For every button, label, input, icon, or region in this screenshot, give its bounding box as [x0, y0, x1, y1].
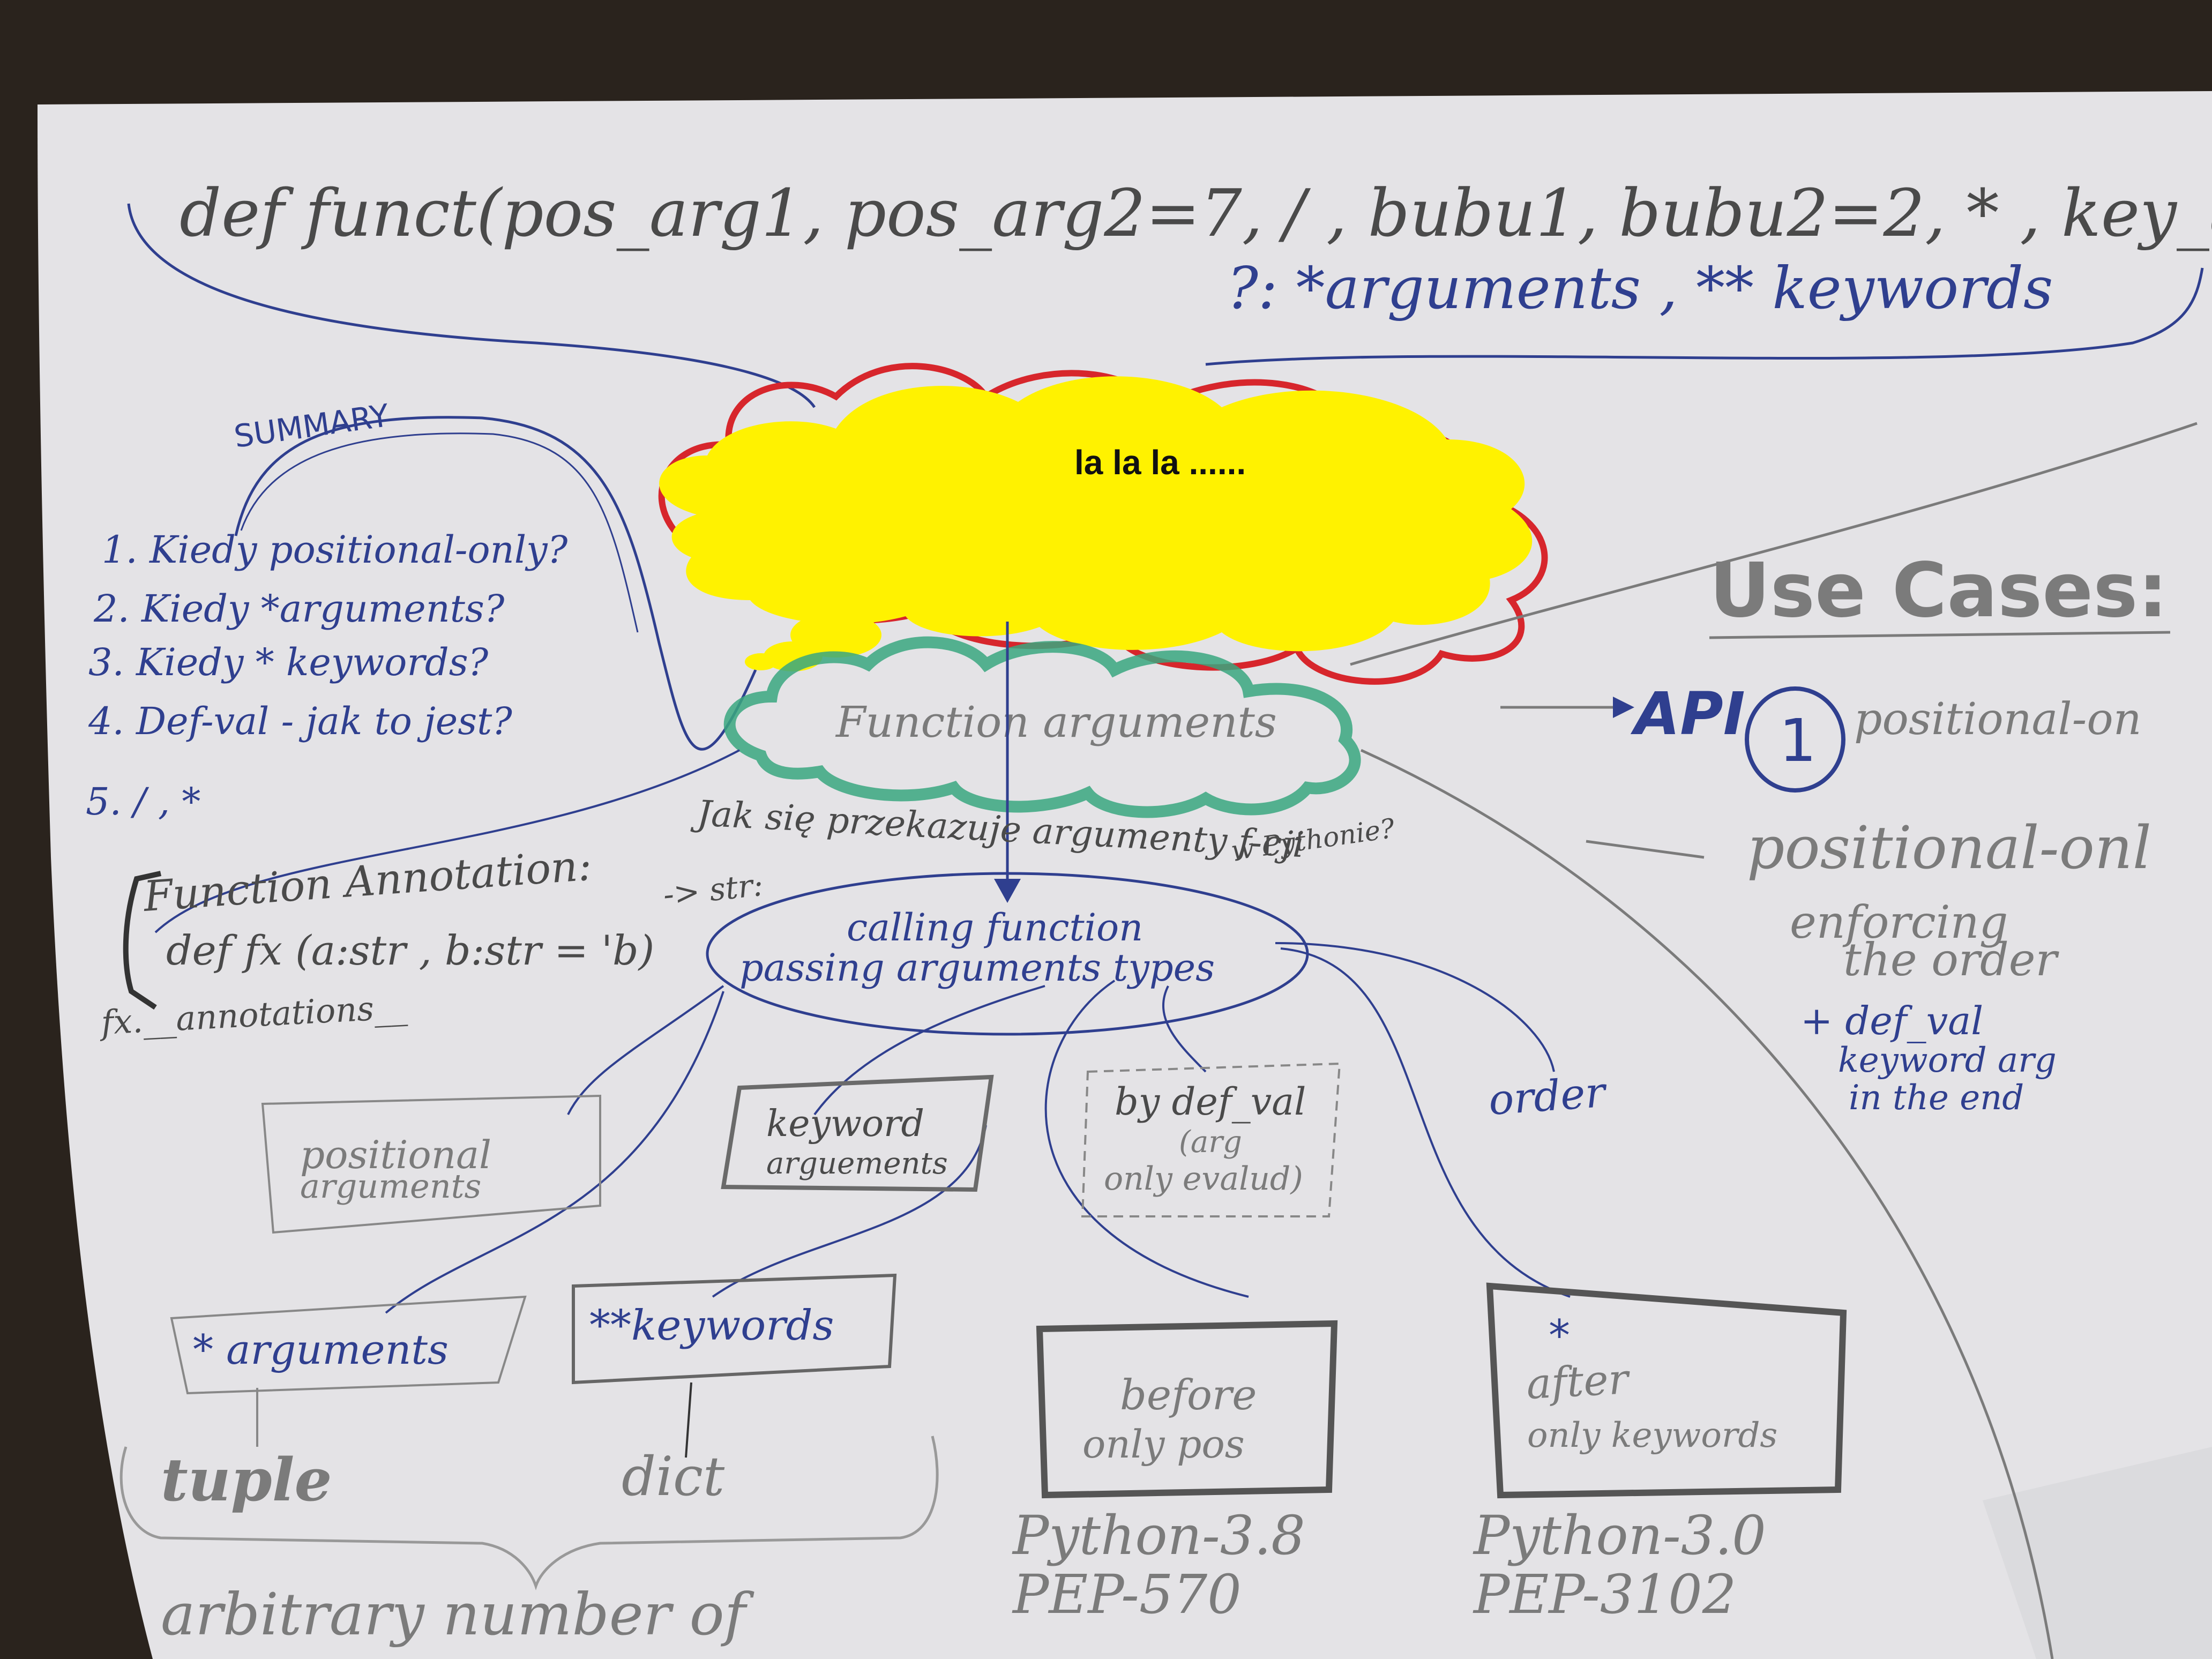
- box-keywords: [572, 1273, 897, 1385]
- summary-arc-2: [240, 432, 639, 633]
- before-line-1: before: [1120, 1371, 1257, 1419]
- box-before: [1036, 1320, 1338, 1499]
- annotation-bracket: [123, 871, 162, 1010]
- arguments-text: * arguments: [193, 1326, 449, 1373]
- summary-item-5: 5. / , *: [86, 780, 200, 824]
- function-signature: def funct(pos_arg1, pos_arg2=7, / , bubu…: [180, 175, 2212, 251]
- arrowhead-center: [994, 879, 1021, 903]
- thought-bubble: [659, 376, 1533, 652]
- py38-text: Python-3.8: [1012, 1504, 1305, 1567]
- usecase-defval-1: + def_val: [1800, 998, 1983, 1043]
- summary-arc: [234, 416, 757, 751]
- connector-bigcurve: [1360, 749, 2054, 1659]
- positional-line-1: positional: [300, 1132, 491, 1177]
- box-after: [1486, 1282, 1847, 1499]
- branch-positional: [567, 985, 724, 1115]
- before-line-2: only pos: [1082, 1422, 1245, 1467]
- connector-usecases: [1350, 422, 2198, 666]
- order-label: order: [1487, 1068, 1609, 1125]
- api-text: API: [1630, 679, 1745, 748]
- box-positional: [261, 1094, 601, 1234]
- defval-line-1: by def_val: [1115, 1080, 1306, 1124]
- usecase-enforce-2: the order: [1843, 933, 2059, 986]
- annotation-code: def fx (a:str , b:str = 'b): [166, 926, 654, 974]
- py30-text: Python-3.0: [1473, 1504, 1766, 1567]
- branch-keywords: [712, 1125, 987, 1298]
- paper-sheet: [38, 91, 2212, 1659]
- summary-item-1: 1. Kiedy positional-only?: [102, 528, 568, 572]
- after-line-2: only keywords: [1527, 1416, 1777, 1455]
- usecase-defval-3: in the end: [1849, 1078, 2024, 1118]
- api-circle-number: 1: [1779, 706, 1817, 775]
- pep3102-text: PEP-3102: [1473, 1563, 1736, 1626]
- tuple-text: tuple: [161, 1445, 332, 1514]
- arrowhead-api: [1613, 697, 1634, 718]
- center-title: Function arguments: [835, 697, 1277, 747]
- arrow-to-posonly: [1586, 840, 1705, 859]
- branch-keyword: [813, 985, 1045, 1116]
- bubble-text: la la la ......: [1074, 443, 1246, 482]
- paper-shadow: [1983, 1447, 2212, 1659]
- branch-before: [1044, 980, 1249, 1298]
- usecases-underline: [1709, 631, 2171, 639]
- positional-line-2: arguments: [300, 1167, 481, 1206]
- box-defval: [1081, 1062, 1341, 1217]
- arbitrary-text: arbitrary number of: [161, 1581, 754, 1648]
- summary-item-3: 3. Kiedy * keywords?: [88, 640, 489, 684]
- after-star: *: [1549, 1311, 1570, 1361]
- summary-item-2: 2. Kiedy *arguments?: [93, 587, 505, 631]
- curly-brace: [119, 1436, 939, 1590]
- branch-order: [1275, 942, 1555, 1072]
- defval-line-2: (arg: [1179, 1125, 1242, 1160]
- green-cloud: [723, 636, 1361, 818]
- pep570-text: PEP-570: [1012, 1563, 1242, 1626]
- summary-item-4: 4. Def-val - jak to jest?: [88, 699, 512, 743]
- calling-line-2: passing arguments types: [739, 946, 1215, 990]
- branch-after: [1280, 947, 1571, 1298]
- keyword-line-1: keyword: [766, 1103, 924, 1145]
- bubble-dot-3: [745, 653, 777, 670]
- keyword-line-2: arguements: [766, 1146, 948, 1181]
- box-keyword: [721, 1074, 994, 1192]
- usecase-posonly-2: positional-onl: [1747, 813, 2151, 882]
- keywords-text: **keywords: [589, 1302, 834, 1350]
- usecase-enforce-1: enforcing: [1790, 896, 2008, 948]
- dict-text: dict: [622, 1445, 725, 1508]
- summary-list: 1. Kiedy positional-only? 2. Kiedy *argu…: [86, 528, 568, 824]
- branch-defval: [1162, 985, 1207, 1073]
- calling-line-1: calling function: [847, 906, 1143, 950]
- usecase-defval-2: keyword arg: [1838, 1041, 2057, 1080]
- after-line-1: after: [1525, 1355, 1632, 1409]
- api-circle: [1745, 686, 1845, 793]
- header-underline: [127, 203, 2204, 408]
- usecases-title: Use Cases:: [1709, 547, 2168, 634]
- box-arguments: [170, 1295, 527, 1395]
- usecase-posonly-1: positional-on: [1854, 694, 2142, 745]
- connector-annotation: [154, 749, 740, 933]
- arrow-to-dict: [685, 1382, 692, 1458]
- defval-line-3: only evalud): [1104, 1160, 1303, 1198]
- branch-arguments: [385, 991, 724, 1314]
- header-note: ?: *arguments , ** keywords: [1227, 255, 2053, 322]
